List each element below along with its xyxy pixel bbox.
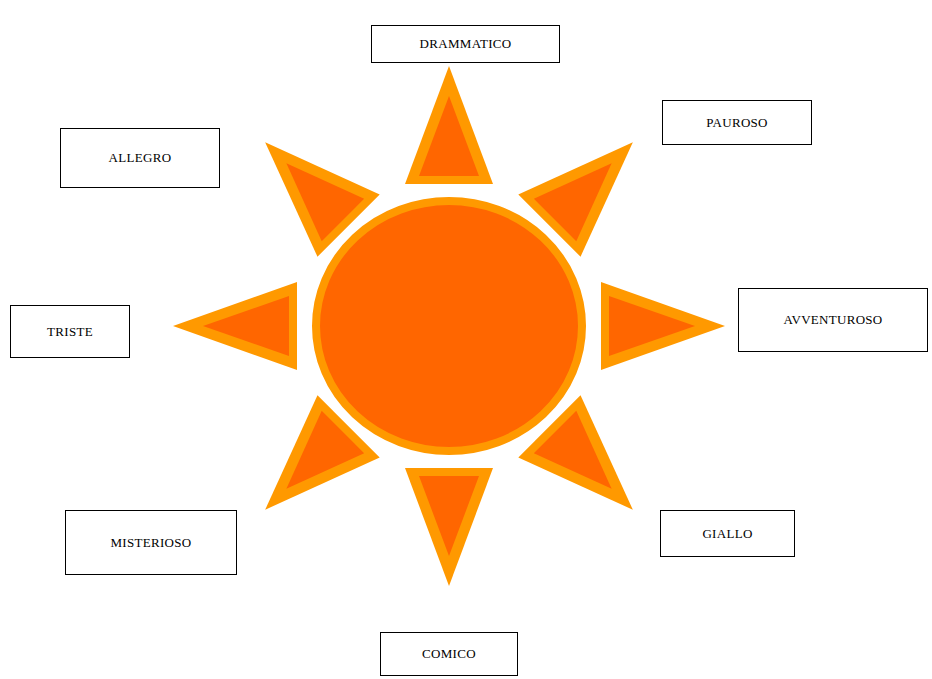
sun-disc: [316, 201, 582, 451]
ray-inner: [419, 476, 479, 556]
sun-ray: [405, 468, 493, 586]
sun-ray: [405, 66, 493, 184]
mood-label: PAUROSO: [706, 115, 768, 131]
ray-inner: [265, 142, 364, 241]
ray-inner: [419, 96, 479, 176]
ray-outer: [405, 468, 493, 586]
mood-label: MISTERIOSO: [110, 535, 191, 551]
ray-inner: [609, 296, 695, 356]
label-box: COMICO: [380, 632, 518, 676]
label-box: TRISTE: [10, 305, 130, 358]
sun-ray: [601, 282, 725, 370]
ray-inner: [265, 411, 364, 510]
mood-label: DRAMMATICO: [420, 36, 512, 52]
label-box: MISTERIOSO: [65, 510, 237, 575]
label-box: PAUROSO: [662, 100, 812, 145]
label-box: DRAMMATICO: [371, 25, 560, 63]
ray-outer: [601, 282, 725, 370]
label-box: AVVENTUROSO: [738, 288, 928, 352]
sun-ray: [173, 282, 297, 370]
ray-outer: [173, 282, 297, 370]
label-box: GIALLO: [660, 510, 795, 557]
label-box: ALLEGRO: [60, 128, 220, 188]
mood-label: GIALLO: [702, 526, 752, 542]
ray-inner: [534, 411, 633, 510]
ray-inner: [203, 296, 289, 356]
mood-label: TRISTE: [47, 324, 93, 340]
mood-label: ALLEGRO: [109, 150, 172, 166]
sun-rays: [173, 66, 725, 586]
ray-inner: [534, 142, 633, 241]
mood-label: AVVENTUROSO: [783, 312, 882, 328]
mood-label: COMICO: [422, 646, 476, 662]
ray-outer: [405, 66, 493, 184]
